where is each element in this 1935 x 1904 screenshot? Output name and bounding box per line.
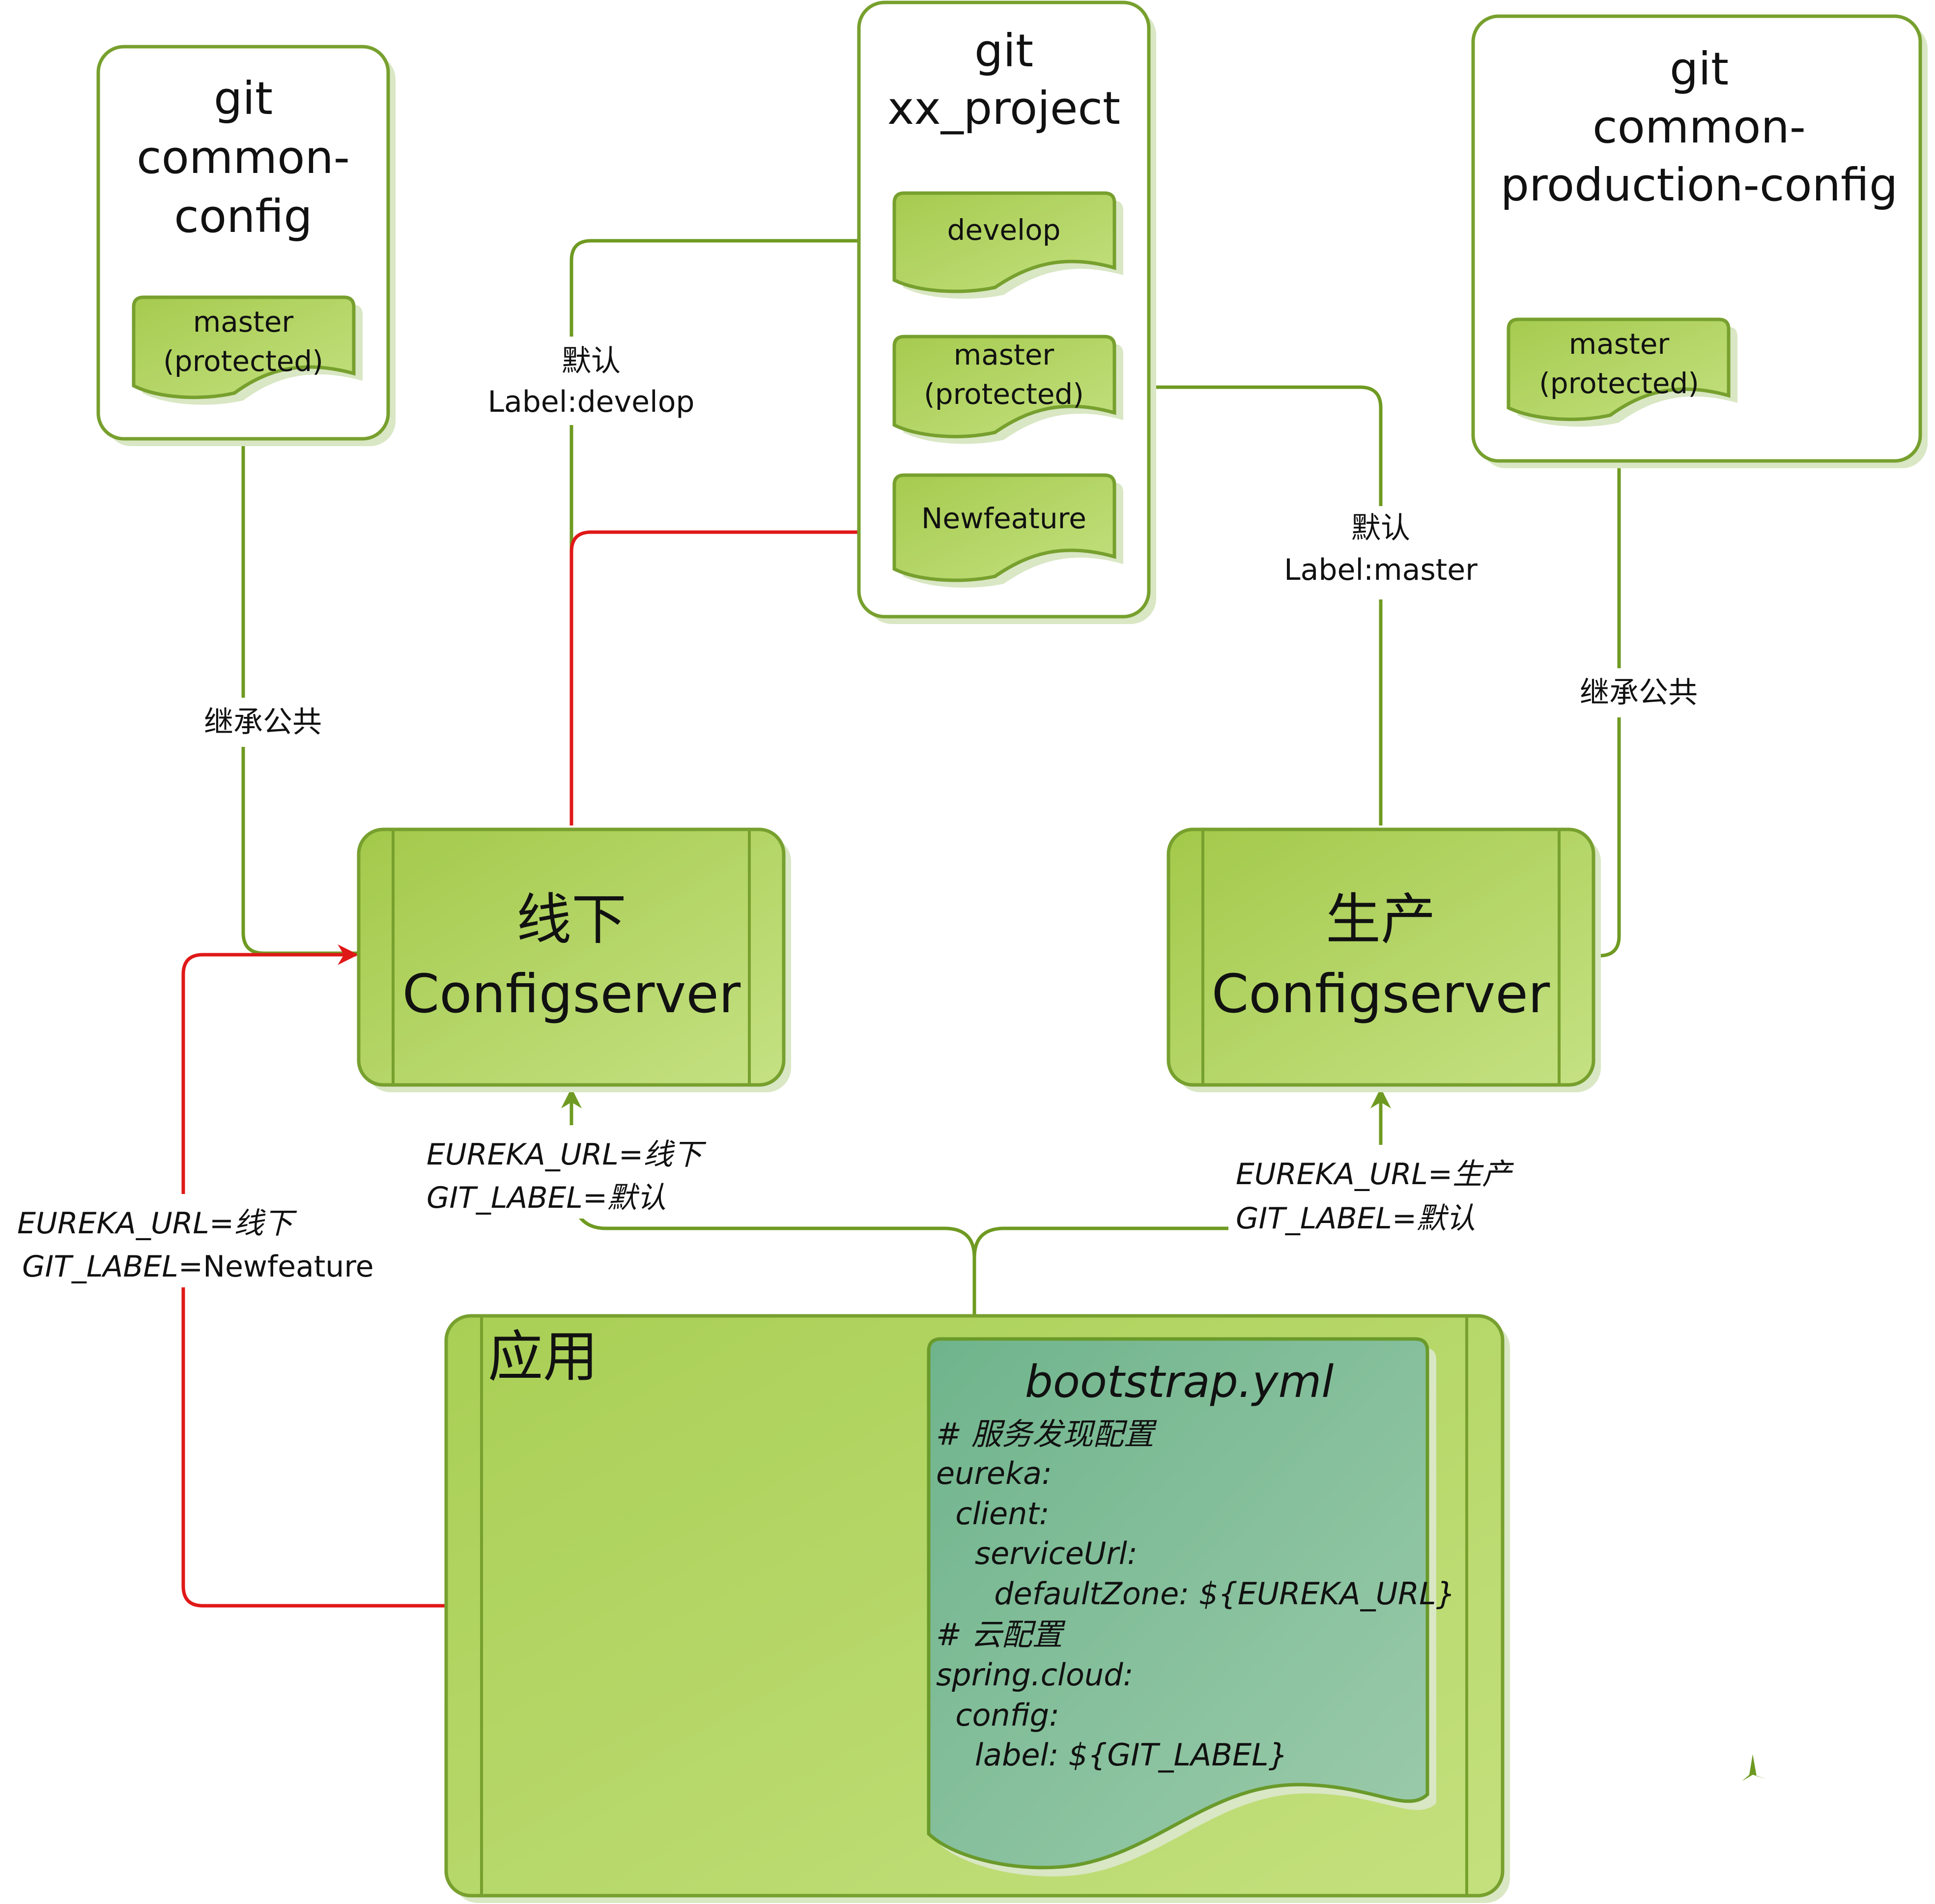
env-label-git: GIT_LABEL=Newfeature (22, 1250, 374, 1284)
yaml-line: config: (936, 1697, 1059, 1733)
branch-label: Newfeature (921, 502, 1086, 535)
app-title: 应用 (488, 1325, 598, 1389)
stray-mark (1742, 1754, 1766, 1781)
yaml-line: label: ${GIT_LABEL} (936, 1737, 1288, 1773)
edge-label-inherit: 继承公共 (204, 705, 322, 739)
yaml-line: defaultZone: ${EUREKA_URL} (936, 1576, 1455, 1612)
yaml-line: # 服务发现配置 (936, 1416, 1157, 1452)
repo-title-line: git (214, 72, 273, 125)
env-label-git: GIT_LABEL=默认 (1236, 1201, 1476, 1236)
branch-master-common-production-config: master (protected) (1507, 317, 1737, 427)
yaml-line: # 云配置 (936, 1617, 1066, 1652)
branch-label: (protected) (163, 344, 323, 378)
server-name-cn: 线下 (516, 888, 626, 952)
bootstrap-yml-document: bootstrap.yml # 服务发现配置 eureka: client: s… (927, 1337, 1455, 1876)
yaml-line: spring.cloud: (936, 1657, 1134, 1693)
branch-label: (protected) (1539, 367, 1699, 400)
document-title: bootstrap.yml (1025, 1356, 1334, 1408)
edge-offline-to-newfeature (569, 522, 892, 825)
server-production: 生产 Configserver (1167, 827, 1601, 1092)
server-name-en: Configserver (1212, 964, 1550, 1025)
env-label-eureka: EUREKA_URL=线下 (427, 1137, 707, 1172)
branch-label: (protected) (924, 377, 1084, 411)
branch-label: master (193, 305, 294, 339)
env-labels: EUREKA_URL=线下 GIT_LABEL=默认 EUREKA_URL=生产… (12, 1125, 1518, 1287)
yaml-line: client: (936, 1496, 1050, 1532)
repo-common-production-config: git common- production-config master (pr… (1471, 14, 1928, 468)
branch-label: master (1569, 327, 1670, 361)
server-name-en: Configserver (402, 964, 741, 1025)
server-name-cn: 生产 (1326, 888, 1436, 952)
branch-label: master (954, 338, 1054, 371)
branch-label: develop (947, 213, 1061, 247)
env-label-git-key: GIT_LABEL (22, 1250, 178, 1284)
repo-xx-project: git xx_project develop master (protected… (857, 0, 1156, 624)
branch-newfeature: Newfeature (892, 473, 1123, 588)
yaml-line: serviceUrl: (936, 1535, 1138, 1571)
repo-title-line: common- (137, 131, 350, 184)
branch-master-xx-project: master (protected) (892, 335, 1123, 444)
env-label-git: GIT_LABEL=默认 (427, 1181, 666, 1215)
branch-master-common-config: master (protected) (132, 295, 363, 405)
edge-label-master: Label:master (1284, 553, 1478, 587)
branch-develop: develop (892, 191, 1123, 299)
repo-title-line: xx_project (887, 82, 1120, 135)
repo-title-line: common- (1593, 101, 1806, 153)
repo-title-line: config (174, 190, 313, 243)
edge-labels: 默认 Label:develop 默认 Label:master 继承公共 继承… (192, 337, 1710, 747)
edge-label-default: 默认 (1351, 511, 1410, 545)
server-offline: 线下 Configserver (357, 827, 791, 1092)
repo-common-config: git common- config master (protected) (96, 45, 396, 446)
yaml-line: eureka: (936, 1455, 1052, 1491)
edge-offline-to-common-config (233, 393, 357, 955)
env-label-git-value: =Newfeature (178, 1250, 374, 1284)
edge-production-to-master (1115, 377, 1383, 825)
edge-label-develop: Label:develop (488, 385, 695, 419)
repo-title-line: production-config (1501, 159, 1898, 211)
repo-title-line: git (974, 25, 1033, 77)
app-container: 应用 bootstrap.yml # 服务发现配置 eureka: client… (444, 1314, 1510, 1903)
env-label-eureka: EUREKA_URL=生产 (1236, 1157, 1514, 1192)
edge-offline-to-develop (569, 230, 892, 825)
repo-title-line: git (1670, 43, 1729, 95)
edge-label-default: 默认 (562, 344, 621, 378)
edge-label-inherit: 继承公共 (1580, 676, 1698, 710)
env-label-eureka: EUREKA_URL=线下 (17, 1206, 297, 1241)
